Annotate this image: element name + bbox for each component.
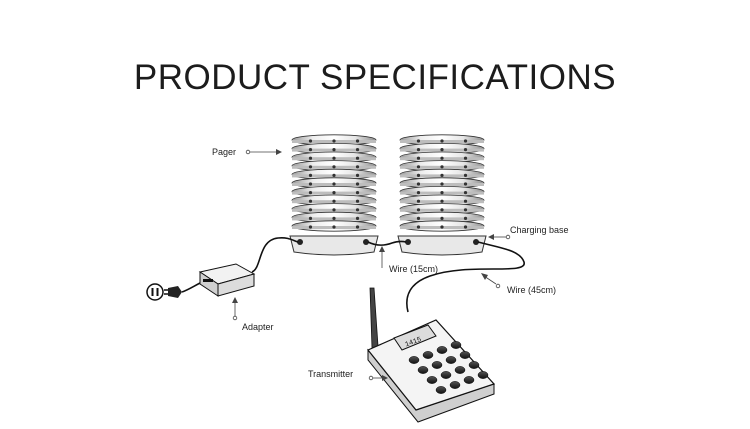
pager-disc — [291, 220, 377, 232]
pager-disc — [291, 151, 377, 163]
keypad-key — [477, 371, 489, 379]
keypad-key — [459, 351, 471, 359]
keypad-key — [449, 381, 461, 389]
label-leaders — [232, 149, 511, 381]
pager-stack-left — [291, 134, 377, 232]
pager-disc — [399, 211, 485, 223]
label-transmitter: Transmitter — [308, 369, 353, 379]
pager-disc — [399, 134, 485, 146]
charging-base-right — [397, 235, 487, 256]
keypad-key — [445, 356, 457, 364]
pager-disc — [399, 177, 485, 189]
label-charging-base: Charging base — [510, 225, 569, 235]
label-adapter: Adapter — [242, 322, 274, 332]
keypad-key — [435, 386, 447, 394]
pager-disc — [291, 134, 377, 146]
keypad-key — [468, 361, 480, 369]
pager-disc — [399, 160, 485, 172]
keypad-key — [417, 366, 429, 374]
keypad-key — [463, 376, 475, 384]
page-title: PRODUCT SPECIFICATIONS — [133, 58, 617, 97]
pager-disc — [291, 143, 377, 155]
transmitter: 1415 — [367, 287, 496, 423]
label-pager: Pager — [212, 147, 236, 157]
pager-stack-right — [399, 134, 485, 232]
label-wire-15: Wire (15cm) — [389, 264, 438, 274]
pager-disc — [399, 203, 485, 215]
keypad-key — [450, 341, 462, 349]
pager-disc — [399, 220, 485, 232]
keypad-key — [426, 376, 438, 384]
keypad-key — [440, 371, 452, 379]
keypad-key — [454, 366, 466, 374]
keypad-key — [436, 346, 448, 354]
charging-base-left — [289, 235, 379, 256]
transmitter-keypad — [408, 341, 489, 394]
adapter — [198, 263, 256, 297]
pager-disc — [399, 151, 485, 163]
plug-icon — [146, 283, 182, 301]
keypad-key — [408, 356, 420, 364]
keypad-key — [431, 361, 443, 369]
pager-disc — [291, 186, 377, 198]
pager-disc — [399, 143, 485, 155]
keypad-key — [422, 351, 434, 359]
label-wire-45: Wire (45cm) — [507, 285, 556, 295]
